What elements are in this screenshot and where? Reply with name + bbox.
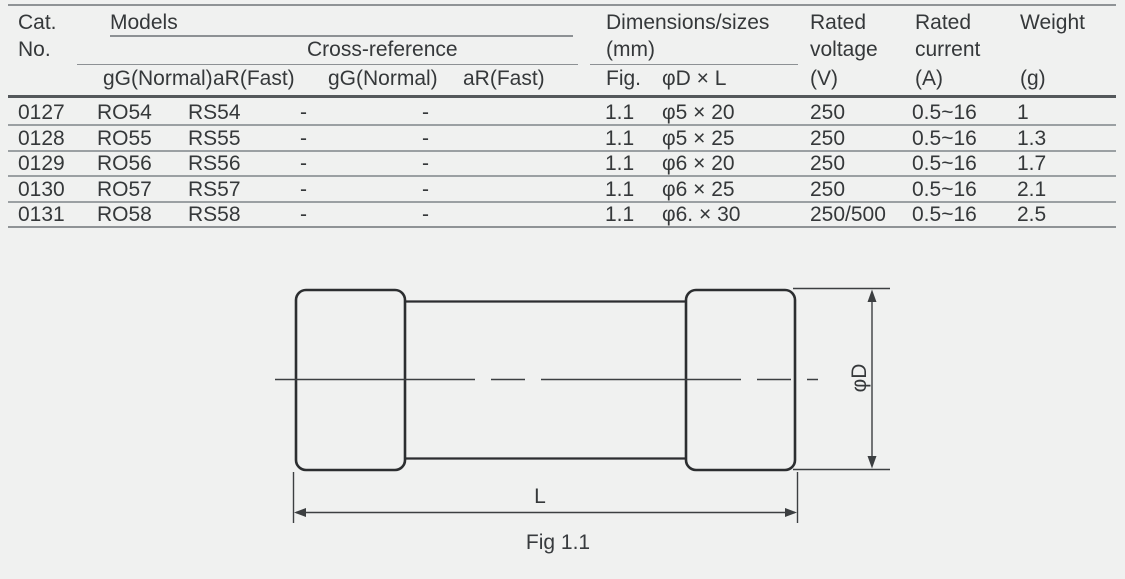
col-header-cat: Cat. xyxy=(18,11,57,34)
model-gg: RO56 xyxy=(97,152,152,175)
rated-current: 0.5~16 xyxy=(912,152,977,175)
cat-no: 0130 xyxy=(18,178,65,201)
weight: 1 xyxy=(1017,101,1029,124)
fig-ref: 1.1 xyxy=(605,203,635,226)
col-header-rated-current-unit: (A) xyxy=(915,67,943,90)
diameter-label: φD xyxy=(848,364,871,393)
weight: 1.3 xyxy=(1017,127,1047,150)
header-bottom-border xyxy=(8,95,1116,98)
diameter-dimension xyxy=(793,287,890,471)
table-bottom-border xyxy=(8,226,1116,228)
rated-voltage: 250 xyxy=(810,101,846,124)
col-header-no: No. xyxy=(18,38,51,61)
rated-voltage: 250 xyxy=(810,178,846,201)
col-header-dimensions: Dimensions/sizes xyxy=(606,11,770,34)
cat-no: 0127 xyxy=(18,101,65,124)
col-header-rated-voltage-1: Rated xyxy=(810,11,867,34)
table-row: 0127 RO54 RS54 - - 1.1 φ5 × 20 250 0.5~1… xyxy=(0,101,1125,125)
cat-no: 0128 xyxy=(18,127,65,150)
crossref-ar: - xyxy=(422,127,429,150)
rated-current: 0.5~16 xyxy=(912,101,977,124)
table-top-border xyxy=(8,4,1116,6)
crossref-ar: - xyxy=(422,101,429,124)
subheader-models-gg: gG(Normal) xyxy=(103,67,213,90)
rated-current: 0.5~16 xyxy=(912,178,977,201)
fig-ref: 1.1 xyxy=(605,152,635,175)
col-header-rated-voltage-2: voltage xyxy=(810,38,878,61)
cat-no: 0131 xyxy=(18,203,65,226)
dimension: φ6. × 30 xyxy=(662,203,741,226)
model-ar: RS58 xyxy=(188,203,241,226)
rated-voltage: 250 xyxy=(810,127,846,150)
fig-ref: 1.1 xyxy=(605,127,635,150)
crossref-underline xyxy=(77,63,578,65)
fuse-figure: φD L xyxy=(275,287,890,523)
crossref-ar: - xyxy=(422,178,429,201)
col-header-rated-current-1: Rated xyxy=(915,11,972,34)
col-header-weight: Weight xyxy=(1020,11,1085,34)
row-separator xyxy=(8,150,1116,152)
crossref-gg: - xyxy=(300,203,307,226)
table-row: 0130 RO57 RS57 - - 1.1 φ6 × 25 250 0.5~1… xyxy=(0,178,1125,202)
crossref-ar: - xyxy=(422,203,429,226)
subheader-d-x-l: φD × L xyxy=(662,67,727,90)
table-row: 0131 RO58 RS58 - - 1.1 φ6. × 30 250/500 … xyxy=(0,203,1125,227)
model-gg: RO55 xyxy=(97,127,152,150)
fig-ref: 1.1 xyxy=(605,178,635,201)
col-header-models: Models xyxy=(110,11,178,34)
fig-ref: 1.1 xyxy=(605,101,635,124)
subheader-cross-ar: aR(Fast) xyxy=(463,67,545,90)
dimension: φ5 × 20 xyxy=(662,101,735,124)
col-header-dimensions-unit: (mm) xyxy=(606,38,655,61)
subheader-fig: Fig. xyxy=(606,67,642,90)
figure-caption: Fig 1.1 xyxy=(525,531,591,554)
model-ar: RS54 xyxy=(188,101,241,124)
crossref-gg: - xyxy=(300,152,307,175)
weight: 1.7 xyxy=(1017,152,1047,175)
arrow-down-icon xyxy=(867,456,877,469)
subheader-models-ar: aR(Fast) xyxy=(213,67,295,90)
subheader-cross-gg: gG(Normal) xyxy=(328,67,438,90)
col-header-weight-unit: (g) xyxy=(1020,67,1046,90)
col-header-cross-reference: Cross-reference xyxy=(307,38,458,61)
weight: 2.1 xyxy=(1017,178,1047,201)
arrow-up-icon xyxy=(867,289,877,302)
crossref-ar: - xyxy=(422,152,429,175)
rated-voltage: 250 xyxy=(810,152,846,175)
arrow-right-icon xyxy=(785,508,797,517)
crossref-gg: - xyxy=(300,178,307,201)
weight: 2.5 xyxy=(1017,203,1047,226)
row-separator xyxy=(8,175,1116,177)
crossref-gg: - xyxy=(300,127,307,150)
models-underline xyxy=(110,35,573,37)
dimension: φ6 × 20 xyxy=(662,152,735,175)
crossref-gg: - xyxy=(300,101,307,124)
model-gg: RO58 xyxy=(97,203,152,226)
rated-voltage: 250/500 xyxy=(810,203,886,226)
model-gg: RO57 xyxy=(97,178,152,201)
row-separator xyxy=(8,124,1116,126)
row-separator xyxy=(8,201,1116,203)
model-ar: RS57 xyxy=(188,178,241,201)
col-header-rated-voltage-unit: (V) xyxy=(810,67,838,90)
table-row: 0128 RO55 RS55 - - 1.1 φ5 × 25 250 0.5~1… xyxy=(0,127,1125,151)
cat-no: 0129 xyxy=(18,152,65,175)
model-ar: RS55 xyxy=(188,127,241,150)
dimension: φ5 × 25 xyxy=(662,127,735,150)
length-label: L xyxy=(534,485,546,508)
arrow-left-icon xyxy=(294,508,306,517)
table-row: 0129 RO56 RS56 - - 1.1 φ6 × 20 250 0.5~1… xyxy=(0,152,1125,176)
length-dimension xyxy=(292,472,799,523)
model-gg: RO54 xyxy=(97,101,152,124)
rated-current: 0.5~16 xyxy=(912,127,977,150)
mm-underline xyxy=(590,63,798,65)
dimension: φ6 × 25 xyxy=(662,178,735,201)
rated-current: 0.5~16 xyxy=(912,203,977,226)
model-ar: RS56 xyxy=(188,152,241,175)
col-header-rated-current-2: current xyxy=(915,38,981,61)
